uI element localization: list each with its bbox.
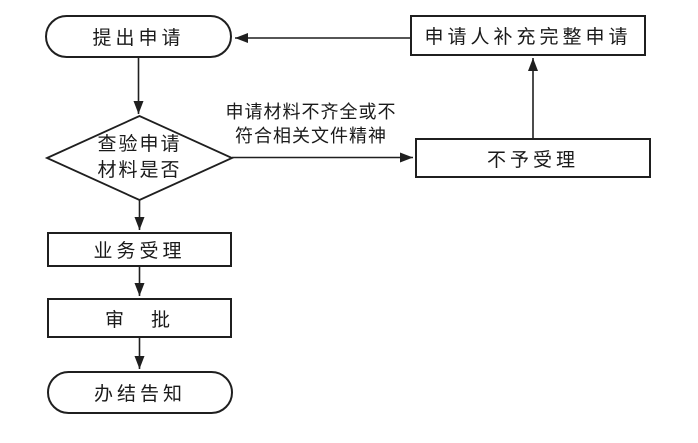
node-check-label-line1: 查验申请 bbox=[97, 134, 182, 155]
node-notify: 办结告知 bbox=[47, 371, 233, 414]
edge-label-incomplete-line2: 符合相关文件精神 bbox=[235, 126, 387, 146]
node-reject-label: 不予受理 bbox=[486, 149, 579, 171]
edge-label-incomplete: 申请材料不齐全或不 符合相关文件精神 bbox=[211, 100, 411, 148]
node-approve-label: 审 批 bbox=[104, 309, 174, 331]
node-start: 提出申请 bbox=[45, 15, 232, 58]
node-supplement-label: 申请人补充完整申请 bbox=[424, 27, 632, 48]
node-start-label: 提出申请 bbox=[92, 28, 185, 49]
node-reject: 不予受理 bbox=[415, 138, 651, 178]
node-accept: 业务受理 bbox=[47, 232, 232, 267]
node-approve: 审 批 bbox=[47, 298, 232, 338]
node-accept-label: 业务受理 bbox=[93, 241, 186, 262]
node-notify-label: 办结告知 bbox=[93, 384, 186, 405]
node-check-label-line2: 材料是否 bbox=[97, 160, 182, 181]
node-check-label: 查验申请 材料是否 bbox=[83, 132, 196, 184]
node-supplement: 申请人补充完整申请 bbox=[410, 15, 646, 56]
edge-label-incomplete-line1: 申请材料不齐全或不 bbox=[225, 102, 397, 122]
